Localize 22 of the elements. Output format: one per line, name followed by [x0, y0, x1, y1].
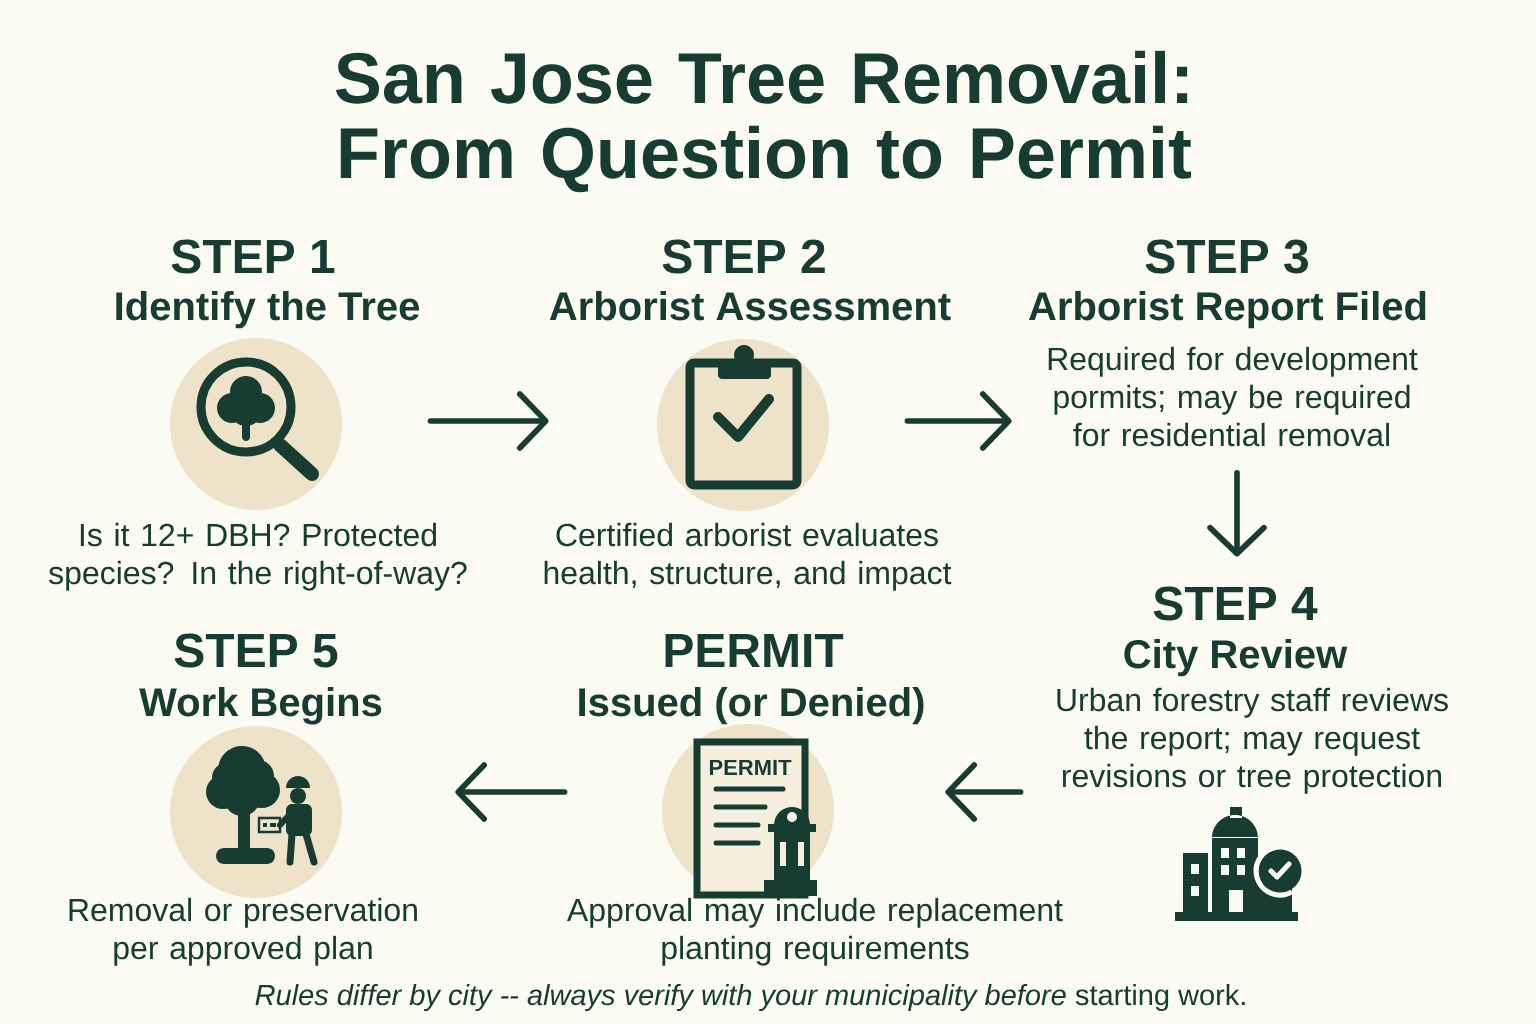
step-heading: STEP 5	[174, 633, 338, 668]
document-heading: PERMIT	[709, 759, 792, 775]
step-description: Certified arborist evaluates health, structure, and impact	[544, 522, 952, 591]
step-heading: STEP 1	[171, 239, 335, 274]
step-description: Approval may include replacement planting requirements	[566, 897, 1063, 966]
step-description: Removal or preservation per approved plan	[69, 897, 417, 966]
step-title: Work Begins	[139, 687, 382, 725]
step-description: Required for development pormits; may be required for residential removal	[1048, 346, 1418, 447]
footnote: Rules differ by city -- always verify with your municipality before starting work.	[255, 984, 1245, 1012]
step-heading: STEP 2	[662, 239, 825, 274]
step-title: Arborist Assessment	[549, 291, 951, 321]
step-description: Urban forestry staff reviews the report; may request revisions or tree protection	[1057, 687, 1448, 794]
title: San Jose Tree Removail: From Question to Permit	[335, 50, 1192, 193]
step-heading: STEP 3	[1145, 239, 1308, 274]
step-title: City Review	[1124, 639, 1348, 677]
step-heading: PERMIT	[665, 634, 844, 667]
arrow	[427, 391, 549, 451]
step-description: Is it 12+ DBH? Protected species? In the right-of-way?	[49, 522, 467, 591]
step-title: Issued (or Denied)	[579, 687, 924, 725]
step-heading: STEP 4	[1153, 586, 1318, 621]
step-title: Arborist Report Filed	[1029, 291, 1426, 329]
step-title: Identify the Tree	[116, 291, 420, 329]
